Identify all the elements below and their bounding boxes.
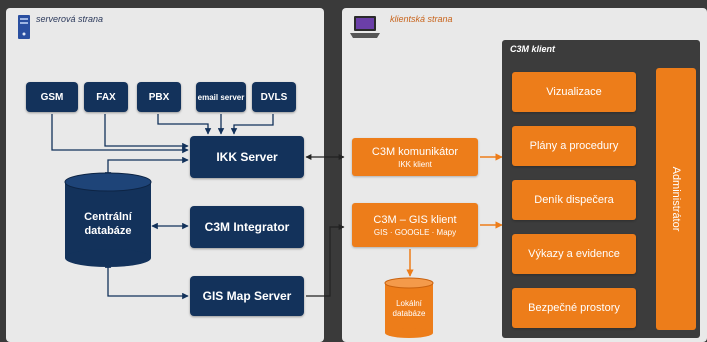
ikk-server-box: IKK Server [190, 136, 304, 178]
module-denik-dispecera: Deník dispečera [512, 180, 636, 220]
central-database-cylinder: Centrální databáze [64, 172, 152, 268]
server-side-label: serverová strana [36, 14, 104, 24]
gsm-box: GSM [26, 82, 78, 112]
c3m-client-title: C3M klient [510, 44, 556, 54]
fax-box: FAX [84, 82, 128, 112]
central-database-label: Centrální databáze [84, 211, 132, 237]
gis-client-subtitle: GIS · GOOGLE · Mapy [373, 227, 457, 237]
server-wires [51, 114, 274, 300]
c3m-komunikator-box: C3M komunikátor IKK klient [352, 138, 478, 176]
c3m-integrator-box: C3M Integrator [190, 206, 304, 248]
module-plany-a-procedury: Plány a procedury [512, 126, 636, 166]
administrator-label: Administrátor [670, 166, 682, 232]
client-side-label: klientská strana [390, 14, 453, 24]
server-tower-icon [18, 15, 30, 39]
local-database-icon [384, 277, 434, 338]
dvls-box: DVLS [252, 82, 296, 112]
pbx-box: PBX [137, 82, 181, 112]
komunikator-subtitle: IKK klient [398, 159, 432, 169]
local-database-cylinder: Lokální databáze [384, 277, 434, 339]
module-vizualizace: Vizualizace [512, 72, 636, 112]
cross-wires [305, 154, 345, 297]
laptop-icon [350, 16, 380, 38]
komunikator-title: C3M komunikátor [371, 145, 459, 158]
c3m-gis-client-box: C3M – GIS klient GIS · GOOGLE · Mapy [352, 203, 478, 247]
gis-client-title: C3M – GIS klient [373, 213, 457, 226]
module-vykazy-a-evidence: Výkazy a evidence [512, 234, 636, 274]
email-server-box: email server [196, 82, 246, 112]
administrator-bar [656, 68, 696, 330]
gis-map-server-box: GIS Map Server [190, 276, 304, 316]
module-bezpecne-prostory: Bezpečné prostory [512, 288, 636, 328]
database-icon [64, 172, 152, 267]
local-database-label: Lokální databáze [392, 299, 426, 318]
